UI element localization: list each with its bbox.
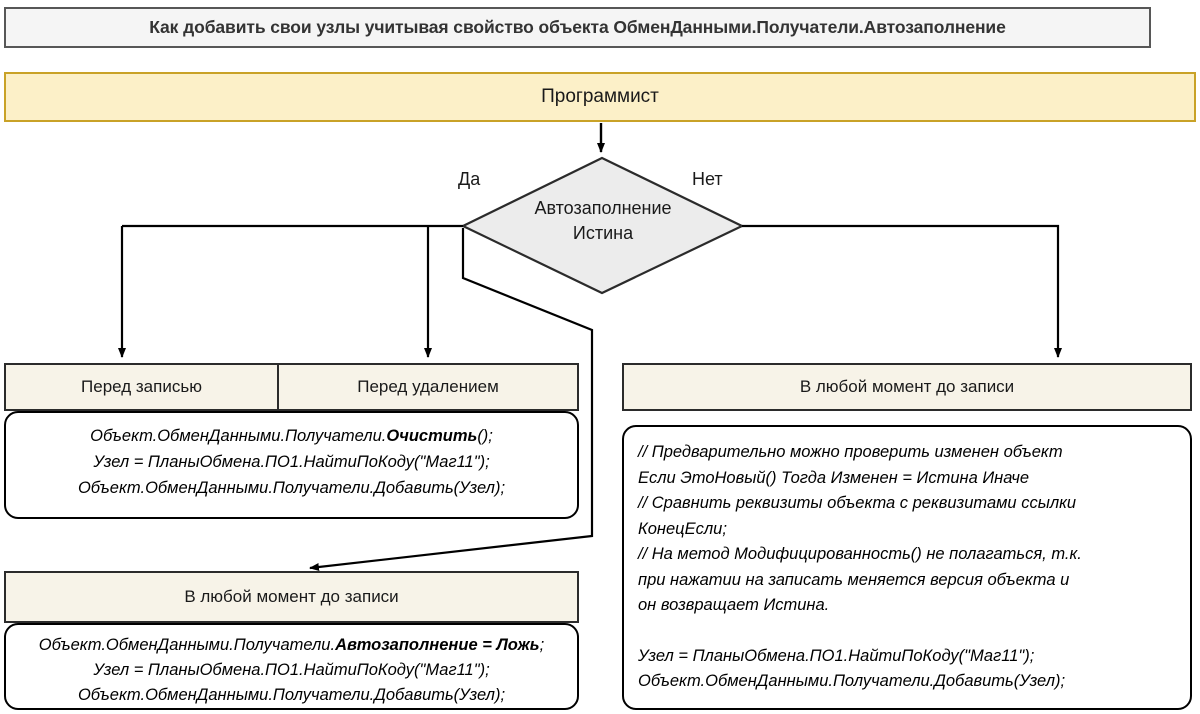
code-line: Узел = ПланыОбмена.ПО1.НайтиПоКоду("Маг1… bbox=[93, 661, 490, 679]
diagram-title-text: Как добавить свои узлы учитывая свойство… bbox=[149, 17, 1006, 37]
code-line: Объект.ОбменДанными.Получатели.Добавить(… bbox=[77, 686, 506, 704]
connector-no-to-anytime-right bbox=[742, 224, 1062, 358]
role-lane-programmer: Программист bbox=[4, 72, 1196, 122]
code-span: (); bbox=[477, 427, 493, 445]
code-line: Объект.ОбменДанными.Получатели.Добавить(… bbox=[638, 672, 1066, 690]
code-line: при нажатии на записать меняется версия … bbox=[638, 570, 1070, 589]
code-block-anytime-right: // Предварительно можно проверить измене… bbox=[622, 425, 1192, 710]
header-anytime-left: В любой момент до записи bbox=[4, 571, 579, 623]
code-line: Узел = ПланыОбмена.ПО1.НайтиПоКоду("Маг1… bbox=[93, 453, 490, 471]
code-span: ; bbox=[539, 636, 545, 654]
header-before-write: Перед записью bbox=[4, 363, 279, 411]
branch-label-yes: Да bbox=[458, 169, 481, 189]
code-block-anytime-left: Объект.ОбменДанными.Получатели.Автозапол… bbox=[4, 623, 579, 710]
code-line: // Предварительно можно проверить измене… bbox=[638, 443, 1063, 461]
header-before-delete-label: Перед удалением bbox=[357, 377, 499, 396]
header-anytime-left-label: В любой момент до записи bbox=[184, 587, 399, 606]
code-span-bold: Очистить bbox=[386, 427, 478, 445]
header-before-write-label: Перед записью bbox=[81, 377, 202, 396]
code-line: КонецЕсли; bbox=[638, 519, 727, 538]
decision-label-line1: Автозаполнение bbox=[534, 198, 672, 218]
code-line: // На метод Модифицированность() не пола… bbox=[638, 545, 1082, 563]
code-line: // Сравнить реквизиты объекта с реквизит… bbox=[638, 494, 1077, 512]
code-line: он возвращает Истина. bbox=[638, 596, 830, 614]
code-span-bold: Автозаполнение = Ложь bbox=[335, 636, 540, 654]
code-span: Объект.ОбменДанными.Получатели. bbox=[38, 636, 336, 654]
header-anytime-right-label: В любой момент до записи bbox=[799, 377, 1015, 396]
decision-label: Автозаполнение Истина bbox=[463, 196, 743, 246]
diagram-title-bar: Как добавить свои узлы учитывая свойство… bbox=[4, 7, 1151, 48]
code-line: Объект.ОбменДанными.Получатели.Очистить(… bbox=[14, 423, 569, 449]
branch-label-no: Нет bbox=[692, 169, 723, 189]
code-line: Объект.ОбменДанными.Получатели.Автозапол… bbox=[12, 633, 571, 658]
code-line: Узел = ПланыОбмена.ПО1.НайтиПоКоду("Маг1… bbox=[638, 646, 1035, 665]
code-line: Объект.ОбменДанными.Получатели.Добавить(… bbox=[77, 479, 506, 497]
code-block-before-write: Объект.ОбменДанными.Получатели.Очистить(… bbox=[4, 411, 579, 519]
role-lane-label: Программист bbox=[541, 86, 659, 107]
decision-label-line2: Истина bbox=[572, 223, 634, 243]
header-anytime-right: В любой момент до записи bbox=[622, 363, 1192, 411]
code-span: Объект.ОбменДанными.Получатели. bbox=[90, 427, 387, 445]
header-before-delete: Перед удалением bbox=[277, 363, 579, 411]
code-line-blank bbox=[638, 619, 1178, 644]
code-line: Если ЭтоНовый() Тогда Изменен = Истина И… bbox=[638, 468, 1030, 487]
